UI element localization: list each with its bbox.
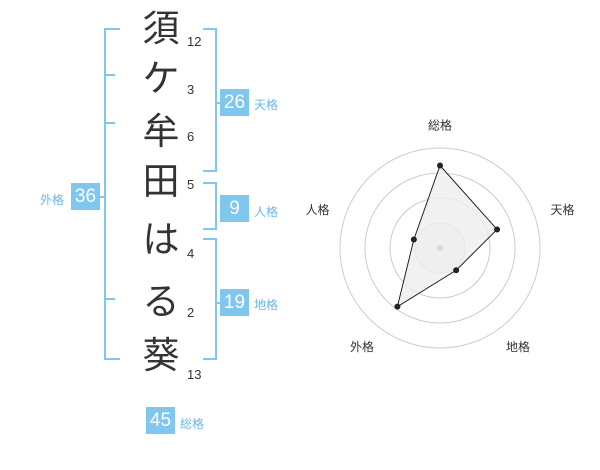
radar-point-3	[453, 267, 460, 274]
stroke-count-5: 4	[187, 246, 195, 261]
radar-point-1	[437, 162, 443, 169]
radar-axis-label-4: 外格	[350, 339, 374, 354]
stroke-count-2: 3	[187, 82, 195, 97]
tenkaku-label: 天格	[254, 98, 279, 112]
jinkaku-label: 人格	[254, 205, 279, 219]
radar-axis-label-1: 総格	[428, 118, 452, 133]
stroke-count-4: 5	[187, 177, 195, 192]
radar-center-dot	[437, 245, 443, 251]
name-char-3: 牟	[142, 110, 180, 153]
stroke-count-7: 13	[187, 367, 202, 382]
stroke-count-3: 6	[187, 129, 195, 144]
radar-axis-label-2: 天格	[551, 202, 575, 217]
stroke-count-1: 12	[187, 34, 202, 49]
soukaku-value: 45	[146, 407, 175, 434]
radar-series-area	[396, 164, 498, 308]
radar-axis-label-3: 地格	[506, 339, 530, 354]
radar-point-4	[394, 303, 401, 310]
stroke-count-6: 2	[187, 305, 195, 320]
name-char-7: 葵	[142, 334, 180, 377]
tenkaku-value: 26	[220, 89, 249, 116]
name-char-5: は	[142, 218, 180, 261]
chikaku-label: 地格	[254, 298, 279, 312]
name-char-6: る	[142, 280, 180, 323]
radar-point-2	[494, 226, 501, 233]
radar-axis-label-5: 人格	[305, 202, 329, 217]
name-char-1: 須	[142, 7, 180, 50]
chikaku-value: 19	[220, 289, 249, 316]
radar-point-5	[410, 236, 417, 243]
gaikaku-value: 36	[71, 183, 100, 210]
gaikaku-label: 外格	[40, 193, 65, 207]
name-char-4: 田	[142, 160, 180, 203]
name-char-2: ケ	[142, 57, 180, 100]
soukaku-label: 総格	[180, 417, 205, 431]
jinkaku-value: 9	[220, 195, 249, 222]
